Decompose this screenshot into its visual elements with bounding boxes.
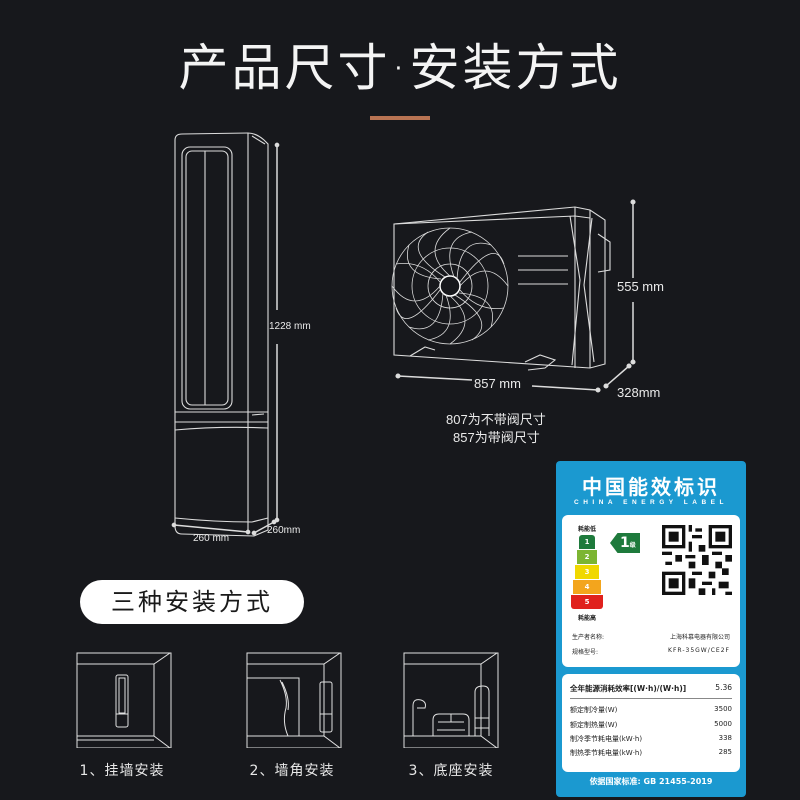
- outdoor-unit-drawing: [391, 199, 636, 393]
- spec-row-heating-consumption: 制热季节耗电量(kW·h) 285: [570, 748, 732, 758]
- spec-row-cooling-capacity: 额定制冷量(W) 3500: [570, 705, 732, 715]
- energy-label-title: 中国能效标识: [582, 475, 720, 499]
- low-consumption-label: 耗能低: [578, 526, 597, 533]
- spec-value: 338: [718, 734, 732, 742]
- energy-standard-footer: 依据国家标准: GB 21455-2019: [589, 777, 713, 786]
- install-method-3-label: 3、底座安装: [408, 763, 494, 779]
- spec-row-heating-capacity: 额定制热量(W) 5000: [570, 720, 732, 730]
- indoor-width-label: 260 mm: [193, 533, 230, 544]
- spec-divider: [570, 698, 732, 699]
- spec-value: 3500: [714, 705, 732, 713]
- install-method-1-label: 1、挂墙安装: [79, 763, 165, 779]
- outdoor-height-label: 555 mm: [617, 279, 664, 294]
- grade-bar-1: 1: [579, 535, 595, 549]
- spec-value: 5000: [714, 720, 732, 728]
- grade-bar-4: 4: [573, 580, 601, 594]
- energy-grade-card: 耗能低 1 2 3 4 5 耗能高 1级 生产: [562, 515, 740, 667]
- grade-bar-2: 2: [577, 550, 597, 564]
- spec-value: 5.36: [715, 683, 732, 692]
- indoor-unit-drawing: [171, 132, 280, 537]
- outdoor-depth-label: 328mm: [617, 385, 661, 400]
- floor-mount-icon: [403, 652, 499, 748]
- spec-row-efficiency: 全年能源消耗效率[(W·h)/(W·h)] 5.36: [570, 683, 732, 694]
- grade-bar-3: 3: [575, 565, 599, 579]
- current-grade-indicator: 1级: [610, 533, 640, 553]
- china-energy-label: 中国能效标识 CHINA ENERGY LABEL 耗能低 1 2 3 4 5 …: [556, 461, 746, 797]
- spec-label: 制冷季节耗电量(kW·h): [570, 735, 643, 743]
- current-grade-suffix: 级: [629, 542, 636, 549]
- outdoor-note-line1: 807为不带阀尺寸: [446, 412, 546, 427]
- page-title: 产品尺寸·安装方式: [178, 39, 622, 97]
- outdoor-note-line2: 857为带阀尺寸: [453, 430, 540, 445]
- model-label: 规格型号:: [572, 649, 599, 656]
- install-method-2-label: 2、墙角安装: [249, 763, 335, 779]
- spec-label: 额定制冷量(W): [570, 706, 618, 714]
- wall-mount-icon: [76, 652, 172, 748]
- indoor-height-label: 1228 mm: [269, 321, 311, 332]
- energy-label-subtitle: CHINA ENERGY LABEL: [574, 499, 728, 506]
- indoor-depth-label: 260mm: [267, 525, 301, 536]
- title-accent-divider: [370, 116, 430, 120]
- energy-spec-card: 全年能源消耗效率[(W·h)/(W·h)] 5.36 额定制冷量(W) 3500…: [562, 674, 740, 772]
- model-value: KFR-35GW/CE2F: [668, 647, 730, 654]
- outdoor-width-label: 857 mm: [474, 376, 521, 391]
- spec-label: 制热季节耗电量(kW·h): [570, 749, 643, 757]
- qr-code-icon: [662, 525, 732, 595]
- manufacturer-label: 生产者名称:: [572, 634, 605, 641]
- spec-label: 全年能源消耗效率[(W·h)/(W·h)]: [570, 684, 687, 693]
- high-consumption-label: 耗能高: [578, 615, 597, 622]
- manufacturer-value: 上海科慕电器有限公司: [669, 634, 730, 641]
- spec-value: 285: [718, 748, 732, 756]
- current-grade-value: 1: [620, 535, 630, 551]
- spec-label: 额定制热量(W): [570, 721, 618, 729]
- installation-section-title: 三种安装方式: [80, 580, 304, 624]
- grade-bar-5: 5: [571, 595, 603, 609]
- spec-row-cooling-consumption: 制冷季节耗电量(kW·h) 338: [570, 734, 732, 744]
- corner-mount-icon: [246, 652, 342, 748]
